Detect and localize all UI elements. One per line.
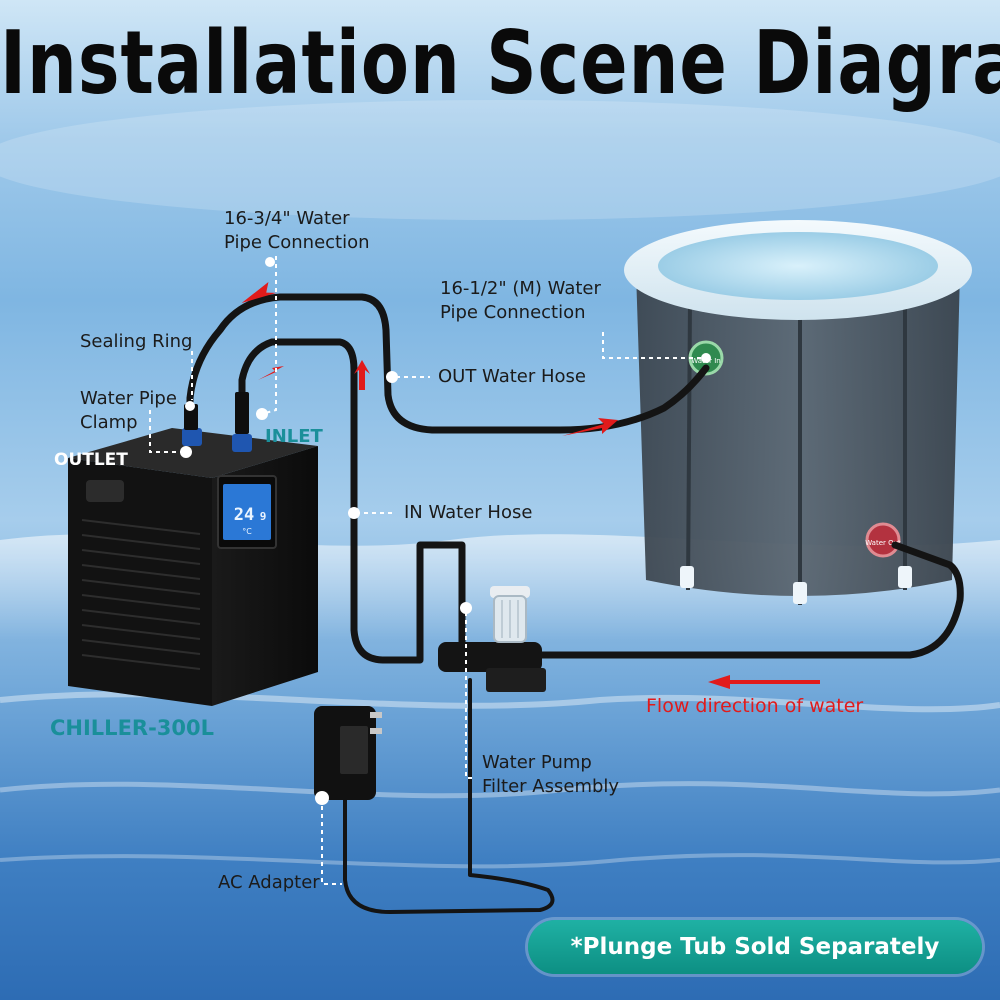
in-water-hose xyxy=(238,338,466,664)
tub-frame-pole xyxy=(686,299,692,591)
chiller-unit: 24 9 °C xyxy=(68,392,318,706)
label-out-hose: OUT Water Hose xyxy=(438,366,586,387)
water-ripple xyxy=(0,781,1000,799)
chiller-top xyxy=(68,428,318,478)
pump-bracket xyxy=(486,668,546,692)
chiller-vent-grille xyxy=(81,519,201,670)
tub-port-bottom-label: Water Out xyxy=(865,539,901,547)
chiller-lcd-unit: °C xyxy=(242,527,252,536)
flow-direction-label: Flow direction of water xyxy=(646,695,864,717)
tag-model: CHILLER-300L xyxy=(50,716,215,740)
chiller-side xyxy=(68,458,212,706)
ac-adapter xyxy=(314,706,382,800)
label-pipe-34: 16-3/4" Water Pipe Connection xyxy=(224,208,370,253)
arrow-icon xyxy=(354,360,370,390)
label-pump: Water Pump Filter Assembly xyxy=(482,752,620,797)
pump-motor xyxy=(438,642,542,672)
label-pipe-clamp: Water Pipe Clamp xyxy=(80,388,177,433)
arrow-icon xyxy=(258,366,284,380)
arrow-icon xyxy=(562,418,618,436)
arrow-icon xyxy=(708,675,820,689)
tub-foot xyxy=(793,582,807,604)
inlet-connector xyxy=(232,392,252,452)
tub-port-bottom xyxy=(865,522,901,558)
water-highlight xyxy=(0,100,1000,220)
label-pipe-12: 16-1/2" (M) Water Pipe Connection xyxy=(440,278,601,323)
chiller-lcd xyxy=(223,484,271,540)
label-ac-adapter: AC Adapter xyxy=(218,872,320,893)
tub-foot xyxy=(680,566,694,588)
tub-foot xyxy=(898,566,912,588)
ac-adapter-label xyxy=(340,726,368,774)
chiller-lcd-decimal: 9 xyxy=(260,510,267,523)
chiller-handle xyxy=(86,480,124,502)
page-title: Installation Scene Diagram xyxy=(0,11,1000,115)
tag-inlet: INLET xyxy=(265,426,323,447)
water-pump-filter xyxy=(438,586,546,692)
tub-return-hose xyxy=(536,541,964,659)
flow-arrows xyxy=(241,282,820,689)
hoses xyxy=(186,293,964,914)
label-sealing-ring: Sealing Ring xyxy=(80,331,193,352)
tub-ice-water xyxy=(658,232,938,300)
leader-dots xyxy=(180,257,711,805)
ac-adapter-cable xyxy=(343,678,555,914)
chiller-lcd-value: 24 xyxy=(234,505,254,525)
ac-adapter-prong xyxy=(370,728,382,734)
water-ripple xyxy=(0,853,1000,869)
ac-adapter-prong xyxy=(370,712,382,718)
plunge-tub: Water In Water Out xyxy=(624,220,972,605)
label-in-hose: IN Water Hose xyxy=(404,502,533,523)
out-water-hose xyxy=(186,293,710,434)
arrow-icon xyxy=(241,282,277,304)
tag-outlet: OUTLET xyxy=(54,450,128,470)
outlet-connector xyxy=(182,404,202,446)
plunge-tub-notice-banner: *Plunge Tub Sold Separately xyxy=(528,920,982,974)
